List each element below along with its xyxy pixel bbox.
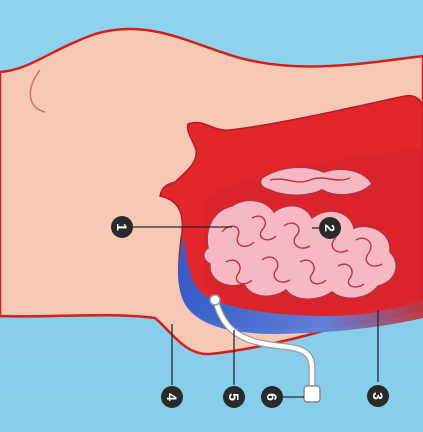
marker-4: 4 <box>161 386 183 408</box>
marker-5: 5 <box>223 386 245 408</box>
catheter-connector <box>304 386 320 402</box>
marker-1: 1 <box>111 216 133 238</box>
marker-6: 6 <box>261 386 283 408</box>
marker-2: 2 <box>319 217 341 239</box>
svg-text:5: 5 <box>226 393 242 401</box>
svg-text:4: 4 <box>164 393 180 401</box>
svg-text:2: 2 <box>322 224 338 232</box>
svg-text:1: 1 <box>114 223 130 231</box>
marker-3: 3 <box>367 385 389 407</box>
svg-text:6: 6 <box>264 393 280 401</box>
svg-text:3: 3 <box>370 392 386 400</box>
